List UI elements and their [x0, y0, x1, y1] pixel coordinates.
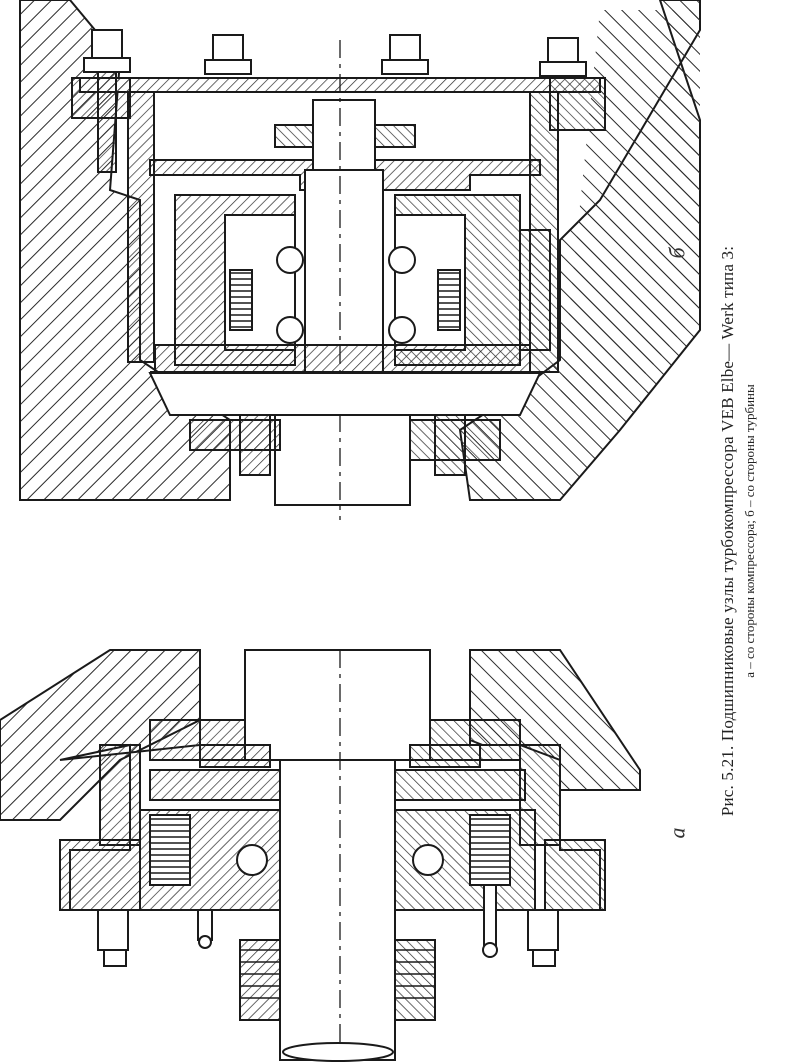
- shaft-a: [244, 649, 431, 761]
- figure-caption: Рис. 5.21. Подшипниковые узлы турбокомпр…: [718, 245, 737, 817]
- view-b-turbine-side: [19, 0, 701, 520]
- figure-subcaption: а – со стороны компрессора; б – со сторо…: [742, 384, 757, 678]
- bolt-row-a: [97, 909, 559, 967]
- view-label-a: а: [664, 827, 690, 839]
- figure-caption-block: Рис. 5.21. Подшипниковые узлы турбокомпр…: [718, 246, 758, 816]
- view-a-compressor-side: [0, 649, 641, 1062]
- view-label-b: б: [664, 247, 690, 259]
- bolt-row-b: [83, 29, 587, 173]
